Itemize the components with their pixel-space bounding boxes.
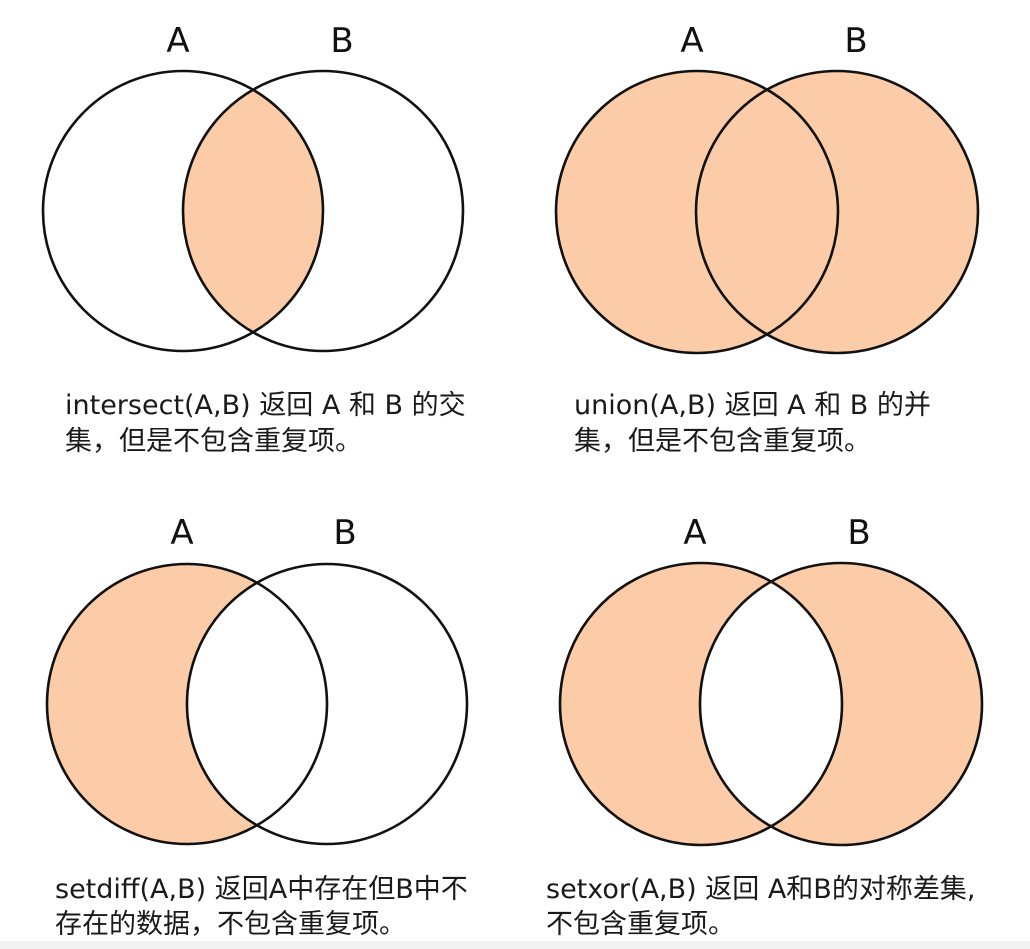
caption-line-2: 集，但是不包含重复项。 — [574, 426, 871, 457]
set-label-a: A — [680, 21, 704, 61]
venn-panel-setdiff: A B setdiff(A,B) 返回A中存在但B中不 存在的数据，不包含重复项… — [45, 513, 469, 940]
caption-line-1: union(A,B) 返回 A 和 B 的并 — [574, 390, 931, 421]
set-label-b: B — [330, 21, 354, 61]
venn-panel-union: A B union(A,B) 返回 A 和 B 的并 集，但是不包含重复项。 — [554, 21, 980, 457]
venn-diagram-intersect — [41, 69, 465, 353]
venn-diagram-union — [554, 69, 980, 355]
intersection-region — [183, 71, 323, 351]
circle-a — [41, 69, 325, 353]
circle-b — [694, 69, 980, 355]
circle-a — [554, 69, 840, 355]
caption-line-1: setxor(A,B) 返回 A和B的对称差集, — [546, 874, 976, 905]
venn-panel-intersect: A B intersect(A,B) 返回 A 和 B 的交 集，但是不包含重复… — [0, 0, 515, 475]
venn-diagram-setdiff — [45, 562, 469, 846]
set-label-a: A — [170, 513, 194, 553]
caption-line-1: intersect(A,B) 返回 A 和 B 的交 — [65, 390, 466, 421]
caption-line-2: 存在的数据，不包含重复项。 — [55, 909, 406, 940]
caption-line-2: 集，但是不包含重复项。 — [65, 426, 362, 457]
set-label-b: B — [844, 21, 868, 61]
caption-line-1: setdiff(A,B) 返回A中存在但B中不 — [55, 874, 468, 905]
circle-a — [45, 562, 329, 846]
bottom-strip — [0, 941, 1030, 949]
circle-b — [181, 69, 465, 353]
caption-line-2: 不包含重复项。 — [546, 909, 735, 940]
circle-b — [698, 561, 984, 847]
circle-a — [558, 561, 844, 847]
set-label-b: B — [333, 513, 357, 553]
set-label-a: A — [683, 513, 707, 553]
circle-b — [185, 562, 469, 846]
set-label-a: A — [166, 21, 190, 61]
set-label-b: B — [847, 513, 871, 553]
